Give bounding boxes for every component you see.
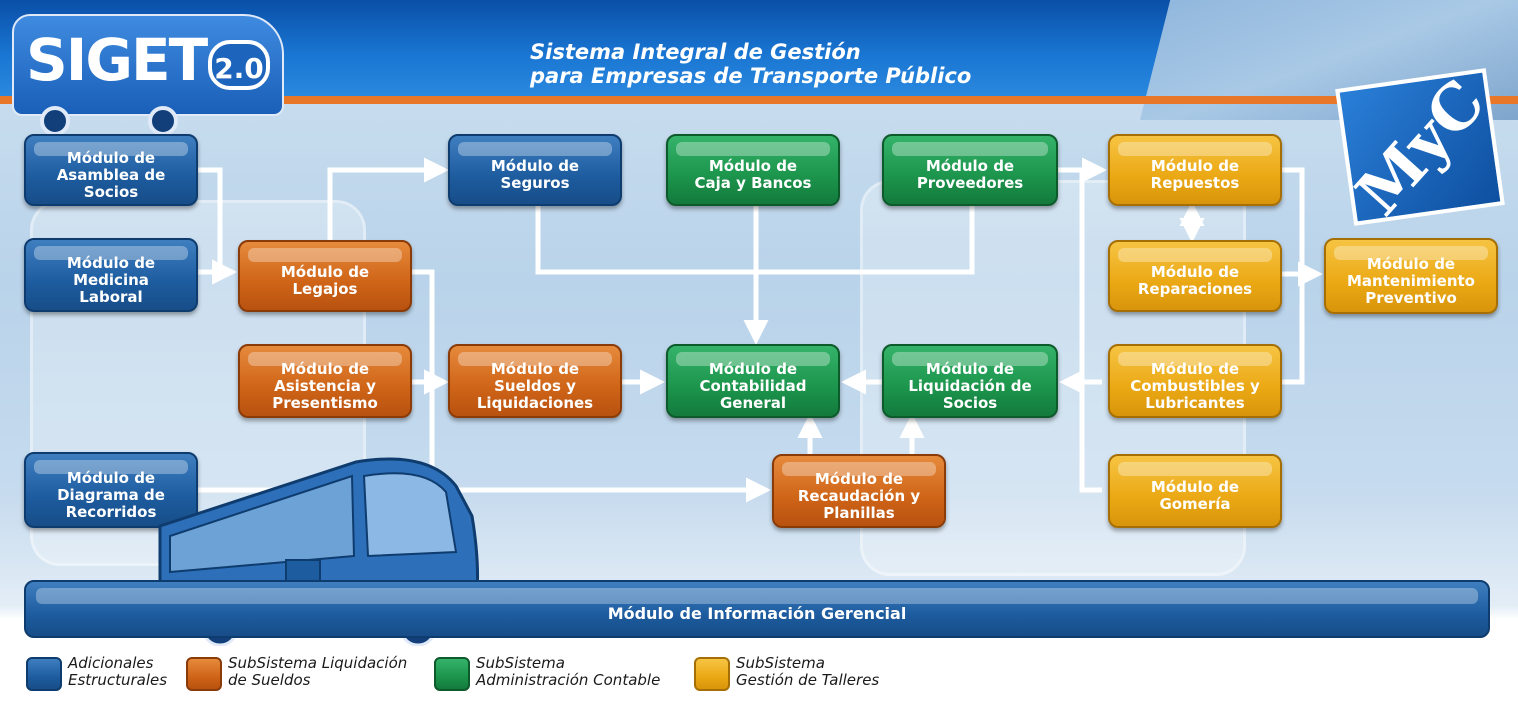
legend-swatch-yellow <box>694 657 730 691</box>
module-gomeria[interactable]: Módulo de Gomería <box>1108 454 1282 528</box>
module-sueldos-liquidaciones[interactable]: Módulo de Sueldos y Liquidaciones <box>448 344 622 418</box>
module-informacion-gerencial[interactable]: Módulo de Información Gerencial <box>24 580 1490 638</box>
legend-swatch-blue <box>26 657 62 691</box>
module-seguros[interactable]: Módulo de Seguros <box>448 134 622 206</box>
module-repuestos[interactable]: Módulo de Repuestos <box>1108 134 1282 206</box>
logo-text: SIGET <box>26 26 208 94</box>
logo-version-badge: 2.0 <box>208 40 270 90</box>
arrow-legajos-sueldos <box>412 269 449 395</box>
module-proveedores[interactable]: Módulo de Proveedores <box>882 134 1058 206</box>
line-proveedores-bus <box>1058 167 1102 493</box>
legend-item-adicionales: Adicionales Estructurales <box>26 655 176 695</box>
legend-item-gestion-talleres: SubSistema Gestión de Talleres <box>694 655 914 695</box>
module-diagrama-recorridos[interactable]: Módulo de Diagrama de Recorridos <box>24 452 198 528</box>
arrow-asamblea-legajos <box>198 167 237 285</box>
module-informacion-gerencial-label: Módulo de Información Gerencial <box>607 603 907 623</box>
tagline-line-2: para Empresas de Transporte Público <box>530 64 972 88</box>
legend-label: Adicionales Estructurales <box>68 654 168 689</box>
arrow-legajos-seguros <box>327 157 449 240</box>
legend-swatch-orange <box>186 657 222 691</box>
module-legajos[interactable]: Módulo de Legajos <box>238 240 412 312</box>
legend-item-liquidacion-sueldos: SubSistema Liquidación de Sueldos <box>186 655 426 695</box>
legend-label: SubSistema Administración Contable <box>476 654 661 689</box>
module-recaudacion-planillas[interactable]: Módulo de Recaudación y Planillas <box>772 454 946 528</box>
module-liquidacion-socios[interactable]: Módulo de Liquidación de Socios <box>882 344 1058 418</box>
module-asamblea-socios[interactable]: Módulo de Asamblea de Socios <box>24 134 198 206</box>
module-caja-bancos[interactable]: Módulo de Caja y Bancos <box>666 134 840 206</box>
header-stripe <box>0 96 1518 104</box>
tagline: Sistema Integral de Gestión para Empresa… <box>530 40 971 88</box>
module-asistencia-presentismo[interactable]: Módulo de Asistencia y Presentismo <box>238 344 412 418</box>
legend-label: SubSistema Gestión de Talleres <box>736 654 880 689</box>
legend-swatch-green <box>434 657 470 691</box>
module-mantenimiento-preventivo[interactable]: Módulo de Mantenimiento Preventivo <box>1324 238 1498 314</box>
module-reparaciones[interactable]: Módulo de Reparaciones <box>1108 240 1282 312</box>
legend-label: SubSistema Liquidación de Sueldos <box>228 654 408 689</box>
module-contabilidad-general[interactable]: Módulo de Contabilidad General <box>666 344 840 418</box>
legend-item-administracion-contable: SubSistema Administración Contable <box>434 655 684 695</box>
tagline-line-1: Sistema Integral de Gestión <box>530 40 861 64</box>
module-medicina-laboral[interactable]: Módulo de Medicina Laboral <box>24 238 198 312</box>
module-combustibles-lubricantes[interactable]: Módulo de Combustibles y Lubricantes <box>1108 344 1282 418</box>
